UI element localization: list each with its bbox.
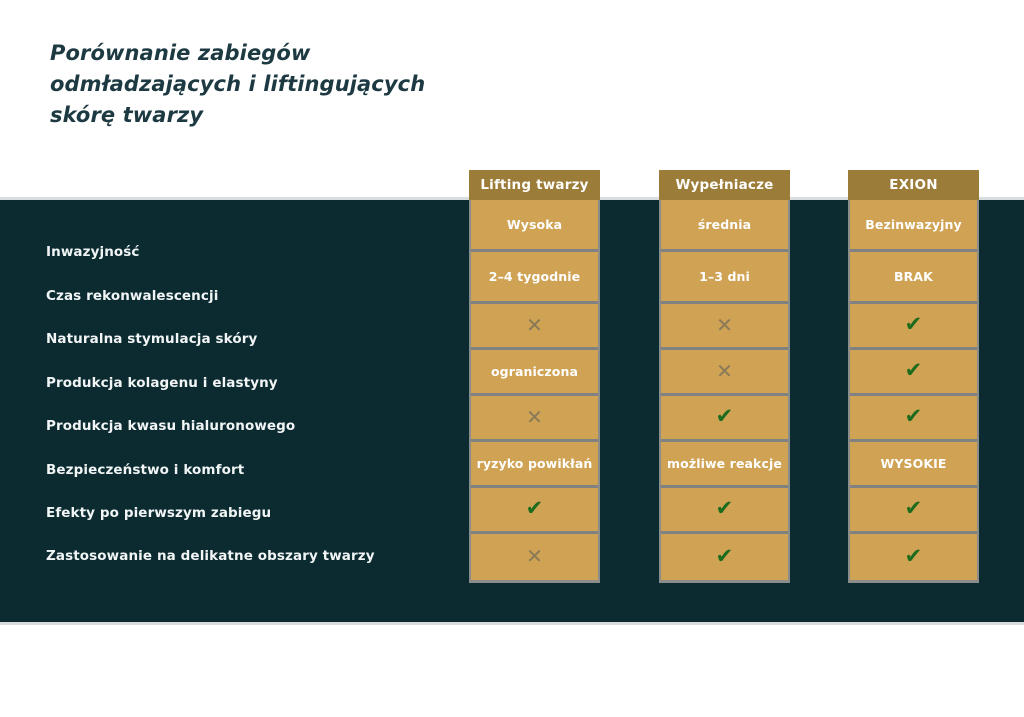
cell-text: ograniczona [471, 350, 598, 396]
cell-text: BRAK [850, 252, 977, 304]
cross-icon: ✕ [526, 312, 543, 337]
cell-yes: ✔ [850, 534, 977, 580]
check-icon: ✔ [904, 404, 923, 428]
cell-no: ✕ [471, 304, 598, 350]
cell-no: ✕ [661, 350, 788, 396]
cross-icon: ✕ [526, 544, 543, 568]
cell-yes: ✔ [850, 304, 977, 350]
row-label: Inwazyjność [46, 244, 140, 260]
check-icon: ✔ [904, 496, 923, 520]
cell-text: średnia [661, 200, 788, 252]
column-header[interactable]: Lifting twarzy [469, 170, 600, 200]
check-icon: ✔ [904, 312, 923, 336]
row-label: Efekty po pierwszym zabiegu [46, 505, 272, 521]
column-header[interactable]: EXION [848, 170, 979, 200]
cell-yes: ✔ [661, 488, 788, 534]
cell-yes: ✔ [661, 534, 788, 580]
row-label: Produkcja kolagenu i elastyny [46, 375, 278, 391]
check-icon: ✔ [715, 543, 734, 568]
cell-yes: ✔ [850, 350, 977, 396]
cell-text: Wysoka [471, 200, 598, 252]
cell-text: Bezinwazyjny [850, 200, 977, 252]
row-label: Produkcja kwasu hialuronowego [46, 418, 296, 434]
cell-no: ✕ [471, 396, 598, 442]
page-title: Porównanie zabiegów odmładzających i lif… [50, 41, 426, 127]
cell-text: 1–3 dni [661, 252, 788, 304]
cross-icon: ✕ [716, 358, 733, 383]
column-header[interactable]: Wypełniacze [659, 170, 790, 200]
cell-no: ✕ [471, 534, 598, 580]
cell-yes: ✔ [850, 396, 977, 442]
cross-icon: ✕ [716, 312, 733, 337]
cell-text: 2–4 tygodnie [471, 252, 598, 304]
check-icon: ✔ [904, 543, 923, 568]
row-label: Czas rekonwalescencji [46, 288, 219, 304]
check-icon: ✔ [525, 496, 544, 520]
row-label: Naturalna stymulacja skóry [46, 331, 258, 347]
cell-yes: ✔ [850, 488, 977, 534]
row-label: Zastosowanie na delikatne obszary twarzy [46, 548, 375, 564]
cell-text: ryzyko powikłań [471, 442, 598, 488]
cell-yes: ✔ [661, 396, 788, 442]
cell-no: ✕ [661, 304, 788, 350]
check-icon: ✔ [904, 358, 923, 382]
cell-yes: ✔ [471, 488, 598, 534]
cell-text: WYSOKIE [850, 442, 977, 488]
check-icon: ✔ [715, 404, 734, 428]
check-icon: ✔ [715, 496, 734, 520]
cross-icon: ✕ [526, 404, 543, 429]
cell-text: możliwe reakcje [661, 442, 788, 488]
panel-bottom-divider [0, 622, 1024, 625]
row-label: Bezpieczeństwo i komfort [46, 462, 245, 478]
